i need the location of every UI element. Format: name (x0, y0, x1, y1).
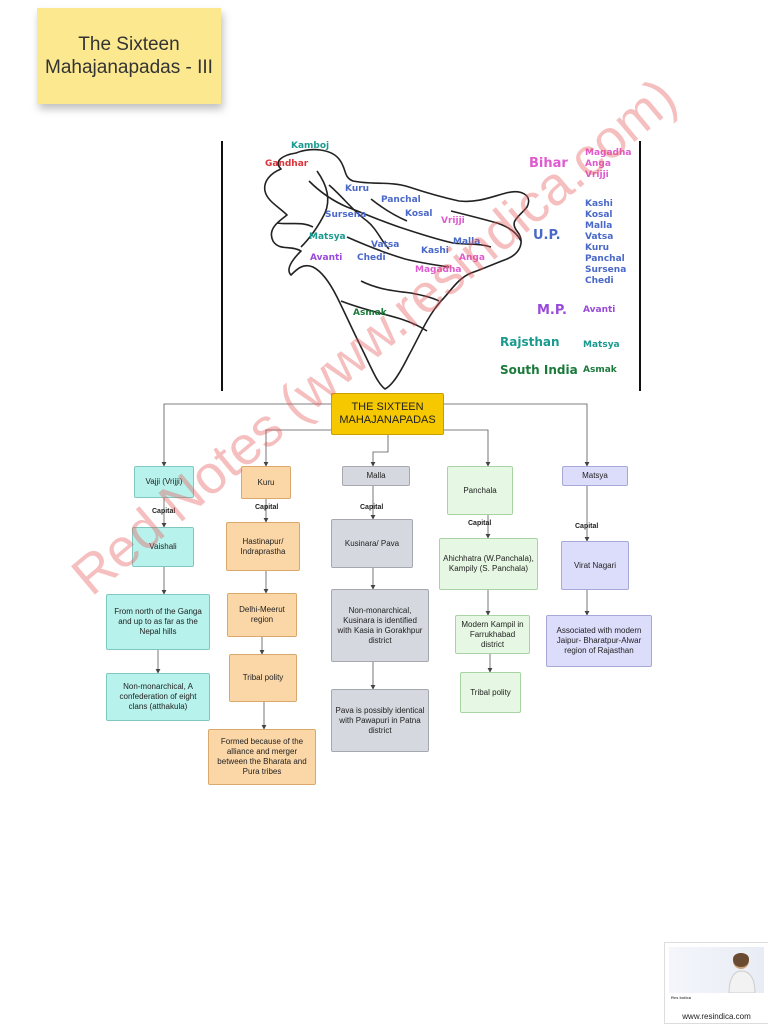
legend-item: Vatsa (585, 232, 614, 242)
legend-item: Vrijji (585, 170, 609, 180)
legend-item: Kuru (585, 243, 610, 253)
promo-brand: Res Indica (671, 995, 692, 1000)
legend-list-up: Kashi Kosal Malla Vatsa Kuru Panchal Sur… (585, 199, 626, 287)
promo-url-link[interactable]: www.resindica.com (682, 1012, 751, 1021)
legend-item: Kosal (585, 210, 613, 220)
capital-vaishali: Vaishali (132, 527, 194, 567)
map-label-gandhar: Gandhar (265, 159, 309, 169)
india-outline-drawing (263, 148, 530, 390)
map-label-vatsa: Vatsa (371, 240, 400, 250)
map-label-matsya: Matsya (309, 232, 346, 242)
map-label-vrijji: Vrijji (441, 216, 465, 226)
capital-hastinapur: Hastinapur/ Indraprastha (226, 522, 300, 571)
root-node-sixteen-mahajanapadas: THE SIXTEEN MAHAJANAPADAS (331, 393, 444, 435)
legend-region-bihar: Bihar (529, 156, 568, 171)
legend-item: Magadha (585, 148, 632, 158)
legend-item: Anga (585, 159, 611, 169)
map-label-panchal: Panchal (381, 195, 421, 205)
capital-label: Capital (255, 504, 279, 511)
map-label-chedi: Chedi (357, 253, 386, 263)
map-label-kosal: Kosal (405, 209, 433, 219)
legend-region-rajsthan: Rajsthan (500, 335, 560, 349)
node-kuru: Kuru (241, 466, 291, 499)
promo-image (669, 947, 764, 994)
note-malla-2: Pava is possibly identical with Pawapuri… (331, 689, 429, 752)
legend-item: Avanti (583, 305, 616, 315)
title-line-1: The Sixteen (78, 34, 180, 55)
map-border-right (639, 141, 641, 391)
note-kuru-2: Tribal polity (229, 654, 297, 702)
capital-label: Capital (575, 523, 599, 530)
node-matsya: Matsya (562, 466, 628, 486)
title-note: The Sixteen Mahajanapadas - III (37, 8, 221, 104)
person-illustration-icon (728, 953, 756, 994)
map-label-anga: Anga (459, 253, 485, 263)
capital-kusinara: Kusinara/ Pava (331, 519, 413, 568)
capital-virat-nagari: Virat Nagari (561, 541, 629, 590)
capital-label: Capital (360, 504, 384, 511)
legend-item: Chedi (585, 276, 614, 286)
node-malla: Malla (342, 466, 410, 486)
map-border-left (221, 141, 223, 391)
legend-item: Malla (585, 221, 613, 231)
note-kuru-1: Delhi-Meerut region (227, 593, 297, 637)
note-vajji-2: Non-monarchical, A confederation of eigh… (106, 673, 210, 721)
legend-region-mp: M.P. (537, 303, 567, 318)
capital-label: Capital (468, 520, 492, 527)
note-malla-1: Non-monarchical, Kusinara is identified … (331, 589, 429, 662)
note-vajji-1: From north of the Ganga and up to as far… (106, 594, 210, 650)
map-label-kashi: Kashi (421, 246, 449, 256)
map-label-malla: Malla (453, 237, 481, 247)
map-label-avanti: Avanti (310, 253, 343, 263)
capital-label: Capital (152, 508, 176, 515)
legend-item: Matsya (583, 340, 620, 350)
capital-ahichhatra: Ahichhatra (W.Panchala), Kampily (S. Pan… (439, 538, 538, 590)
legend-item: Panchal (585, 254, 625, 264)
legend-region-south-india: South India (500, 363, 578, 377)
legend-item: Asmak (583, 365, 617, 375)
map-label-sursena: Sursena (325, 210, 367, 220)
map-label-kuru: Kuru (345, 184, 370, 194)
legend-item: Kashi (585, 199, 613, 209)
node-vajji: Vajji (Vrijji) (134, 466, 194, 498)
promo-card[interactable]: Res Indica www.resindica.com (664, 942, 768, 1024)
map-label-asmak: Asmak (353, 308, 387, 318)
note-matsya-1: Associated with modern Jaipur- Bharatpur… (546, 615, 652, 667)
india-map: Kamboj Gandhar Kuru Panchal Kosal Vrijji… (221, 141, 641, 391)
note-panchala-1: Modern Kampil in Farrukhabad district (455, 615, 530, 654)
legend-region-up: U.P. (533, 228, 561, 243)
node-panchala: Panchala (447, 466, 513, 515)
legend-list-bihar: Magadha Anga Vrijji (585, 148, 631, 181)
legend-item: Sursena (585, 265, 627, 275)
map-label-kamboj: Kamboj (291, 141, 330, 151)
title-line-2: Mahajanapadas - III (45, 57, 213, 78)
note-kuru-3: Formed because of the alliance and merge… (208, 729, 316, 785)
map-label-magadha: Magadha (415, 265, 462, 275)
note-panchala-2: Tribal polity (460, 672, 521, 713)
